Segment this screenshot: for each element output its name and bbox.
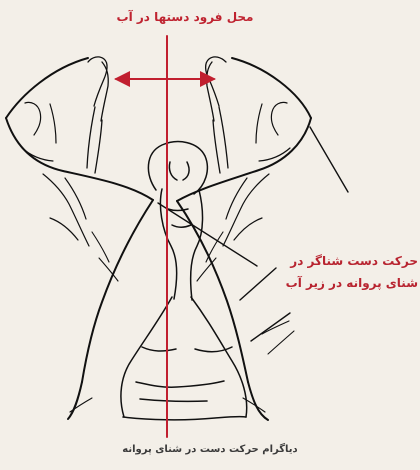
diagram-caption: دیاگرام حرکت دست در شنای پروانه [80,444,340,455]
right-arm-path [177,58,311,420]
upper-hands [87,57,228,173]
side-arm-sketches [22,102,290,246]
underwater-motion-label-line-1: حرکت دست شناگر در [262,250,418,272]
underwater-motion-label: حرکت دست شناگر در شنای پروانه در زیر آب [262,250,418,294]
underwater-motion-label-line-2: شنای پروانه در زیر آب [262,272,418,294]
landing-point-label: محل فرود دستها در آب [100,10,270,24]
swimmer-body [121,142,247,420]
pointer-lines [158,127,348,341]
left-arm-path [6,58,153,419]
lower-sketch-details [70,232,294,412]
